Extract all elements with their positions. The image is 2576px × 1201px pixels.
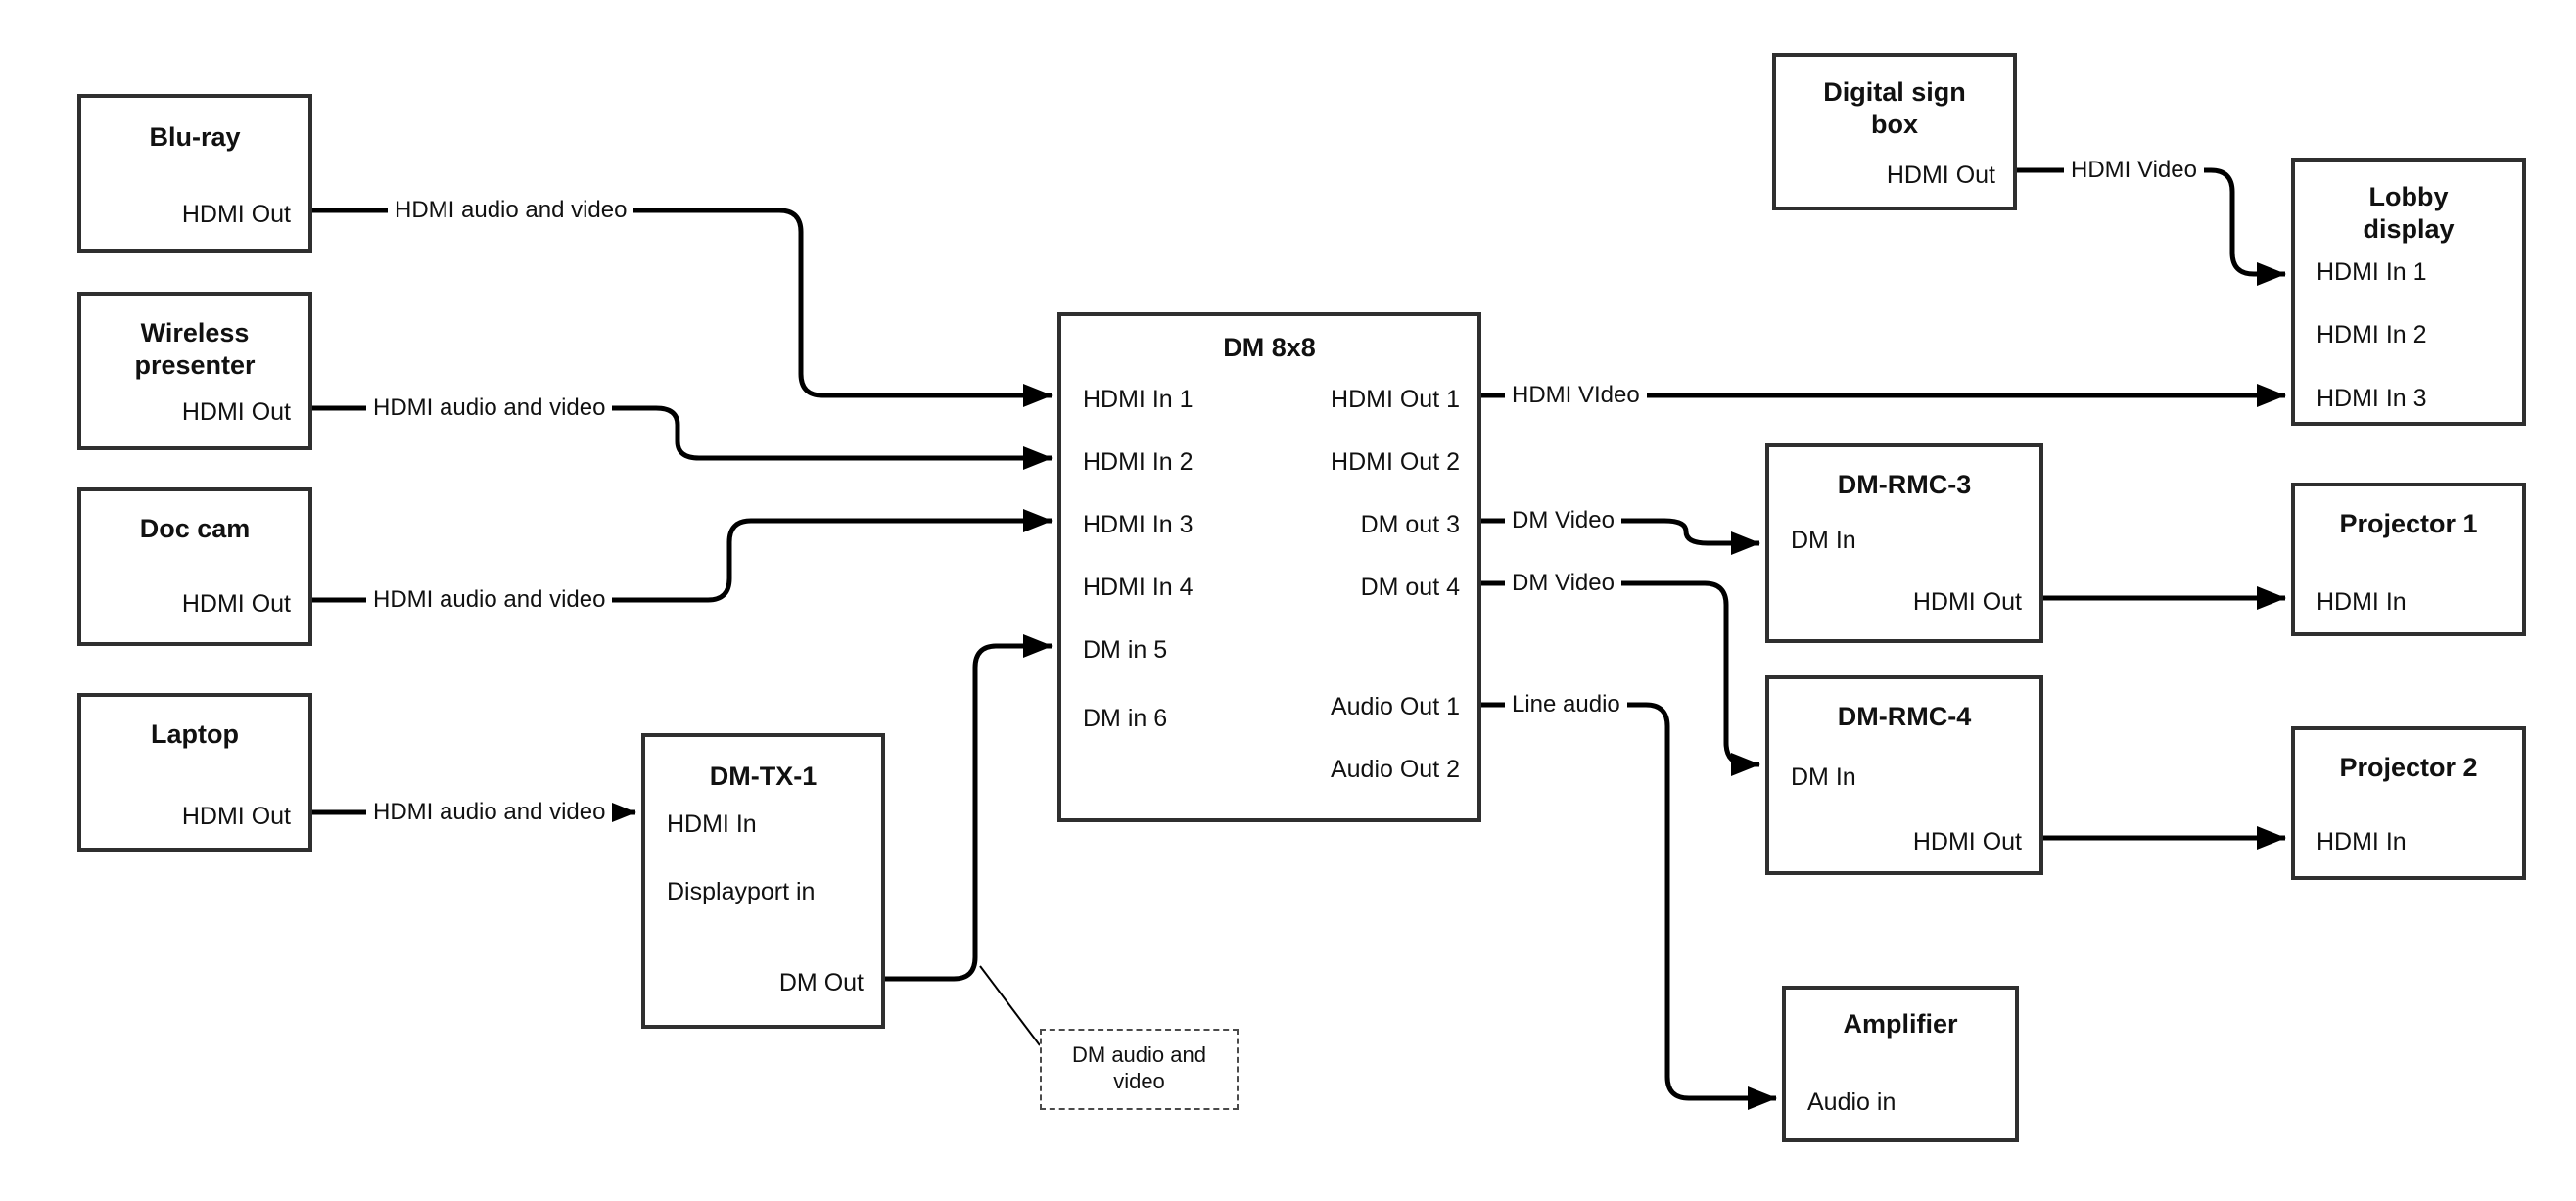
- node-title: DM 8x8: [1223, 333, 1316, 362]
- node-dm-tx-1: DM-TX-1 HDMI In Displayport in DM Out: [641, 733, 885, 1029]
- port-hdmi-out: HDMI Out: [1912, 588, 2022, 616]
- port-audio-out-2: Audio Out 2: [1330, 756, 1460, 783]
- port-audio-in: Audio in: [1807, 1088, 1897, 1116]
- edge-label-audio-out-1: Line audio: [1505, 690, 1627, 719]
- port-hdmi-in-2: HDMI In 2: [1083, 448, 1194, 476]
- port-hdmi-in-3: HDMI In 3: [2317, 385, 2427, 412]
- edge-label-dm-out-4: DM Video: [1505, 569, 1621, 598]
- port-dm-in-5: DM in 5: [1083, 636, 1168, 664]
- port-hdmi-in-1: HDMI In 1: [1083, 386, 1194, 413]
- node-title: DM-RMC-3: [1837, 470, 1972, 499]
- node-laptop: Laptop HDMI Out: [77, 693, 312, 852]
- node-dm-rmc-4: DM-RMC-4 DM In HDMI Out: [1765, 675, 2043, 875]
- port-hdmi-in: HDMI In: [2317, 828, 2407, 855]
- node-digital-sign-box: Digital sign box HDMI Out: [1772, 53, 2017, 210]
- edge-label-hdmi-out-1: HDMI VIdeo: [1505, 381, 1647, 410]
- port-dm-in-6: DM in 6: [1083, 705, 1168, 732]
- port-dm-in: DM In: [1791, 527, 1856, 554]
- port-hdmi-in: HDMI In: [2317, 588, 2407, 616]
- edge-label-laptop: HDMI audio and video: [366, 798, 613, 827]
- port-hdmi-out-1: HDMI Out 1: [1331, 386, 1460, 413]
- port-hdmi-out: HDMI Out: [1912, 828, 2022, 855]
- node-title: Blu-ray: [149, 122, 241, 152]
- port-hdmi-out-2: HDMI Out 2: [1331, 448, 1460, 476]
- edge-label-digital-sign: HDMI Video: [2064, 156, 2204, 185]
- port-hdmi-out: HDMI Out: [181, 803, 291, 830]
- port-hdmi-in-4: HDMI In 4: [1083, 574, 1194, 601]
- edge-bluray-to-hdmi-in-1: [312, 208, 1053, 407]
- port-hdmi-in: HDMI In: [667, 810, 757, 838]
- port-hdmi-out: HDMI Out: [181, 201, 291, 228]
- node-lobby-display: Lobby display HDMI In 1 HDMI In 2 HDMI I…: [2291, 158, 2526, 426]
- port-hdmi-in-3: HDMI In 3: [1083, 511, 1194, 538]
- node-title: Projector 1: [2339, 509, 2478, 538]
- node-title: Lobby display: [2363, 182, 2455, 244]
- edge-label-bluray: HDMI audio and video: [388, 196, 634, 225]
- note-dm-audio-and-video: DM audio and video: [1040, 1029, 1239, 1110]
- node-title: Doc cam: [139, 514, 251, 543]
- edge-wireless-to-hdmi-in-2: [312, 405, 1053, 470]
- node-title: Laptop: [151, 719, 239, 749]
- edge-audio-out-1-to-amplifier: [1481, 702, 1777, 1110]
- node-doc-cam: Doc cam HDMI Out: [77, 487, 312, 646]
- node-projector-1: Projector 1 HDMI In: [2291, 483, 2526, 636]
- port-audio-out-1: Audio Out 1: [1330, 693, 1460, 720]
- port-hdmi-in-1: HDMI In 1: [2317, 258, 2427, 286]
- node-title: Digital sign box: [1823, 77, 1966, 139]
- node-projector-2: Projector 2 HDMI In: [2291, 726, 2526, 880]
- node-title: DM-RMC-4: [1837, 702, 1972, 731]
- node-title: Projector 2: [2339, 753, 2478, 782]
- node-wireless-presenter: Wireless presenter HDMI Out: [77, 292, 312, 450]
- port-dm-out: DM Out: [778, 969, 864, 996]
- port-dm-out-3: DM out 3: [1360, 511, 1460, 538]
- node-title: Amplifier: [1843, 1009, 1958, 1039]
- edge-dm-out-3-to-rmc-3: [1481, 518, 1760, 555]
- port-hdmi-out: HDMI Out: [181, 398, 291, 426]
- note-callout-line: [979, 965, 1041, 1046]
- edge-dm-tx-1-to-dm-in-5: [885, 634, 1053, 982]
- port-dm-in: DM In: [1791, 763, 1856, 791]
- port-hdmi-in-2: HDMI In 2: [2317, 321, 2427, 348]
- node-amplifier: Amplifier Audio in: [1782, 986, 2019, 1142]
- node-dm-rmc-3: DM-RMC-3 DM In HDMI Out: [1765, 443, 2043, 643]
- edge-label-doc-cam: HDMI audio and video: [366, 585, 613, 615]
- edge-label-dm-out-3: DM Video: [1505, 506, 1621, 535]
- edge-doc-cam-to-hdmi-in-3: [312, 509, 1053, 603]
- port-hdmi-out: HDMI Out: [1886, 162, 1995, 189]
- port-dm-out-4: DM out 4: [1360, 574, 1460, 601]
- node-title: DM-TX-1: [709, 762, 818, 791]
- node-title: Wireless presenter: [134, 318, 256, 380]
- edge-digital-sign-to-lobby-hdmi-in-1: [2017, 167, 2286, 286]
- node-blu-ray: Blu-ray HDMI Out: [77, 94, 312, 253]
- port-hdmi-out: HDMI Out: [181, 590, 291, 618]
- port-displayport-in: Displayport in: [667, 878, 816, 905]
- edge-label-wireless: HDMI audio and video: [366, 393, 613, 423]
- node-dm-8x8: DM 8x8 HDMI In 1 HDMI In 2 HDMI In 3 HDM…: [1057, 312, 1481, 822]
- edge-dm-out-4-to-rmc-4: [1481, 580, 1760, 776]
